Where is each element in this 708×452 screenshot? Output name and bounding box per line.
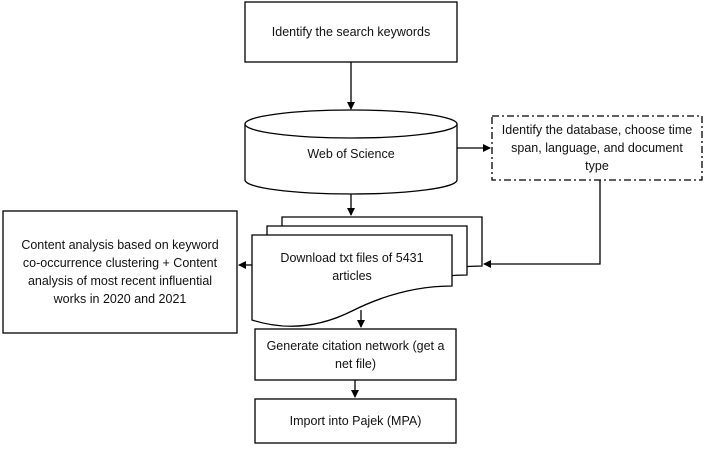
content-analysis-box: [2, 210, 238, 334]
pajek-label: Import into Pajek (MPA): [289, 414, 422, 428]
keywords-box: [244, 1, 458, 63]
citation-network-label: Generate citation network (get a net fil…: [266, 338, 445, 371]
keywords-label: Identify the search keywords: [271, 25, 431, 39]
pajek-box: [254, 398, 457, 444]
citation-network-box: [254, 328, 457, 381]
content-analysis-label: Content analysis based on keyword co-occ…: [21, 238, 219, 306]
database-cylinder: [244, 109, 458, 195]
download-label: Download txt files of 5431 articles: [280, 251, 424, 283]
criteria-box: [491, 115, 703, 181]
database-label: Web of Science: [307, 147, 395, 161]
edge-criteria-download: [483, 180, 601, 268]
criteria-label: Identify the database, choose time span,…: [501, 123, 693, 173]
download-documents: [251, 216, 483, 327]
